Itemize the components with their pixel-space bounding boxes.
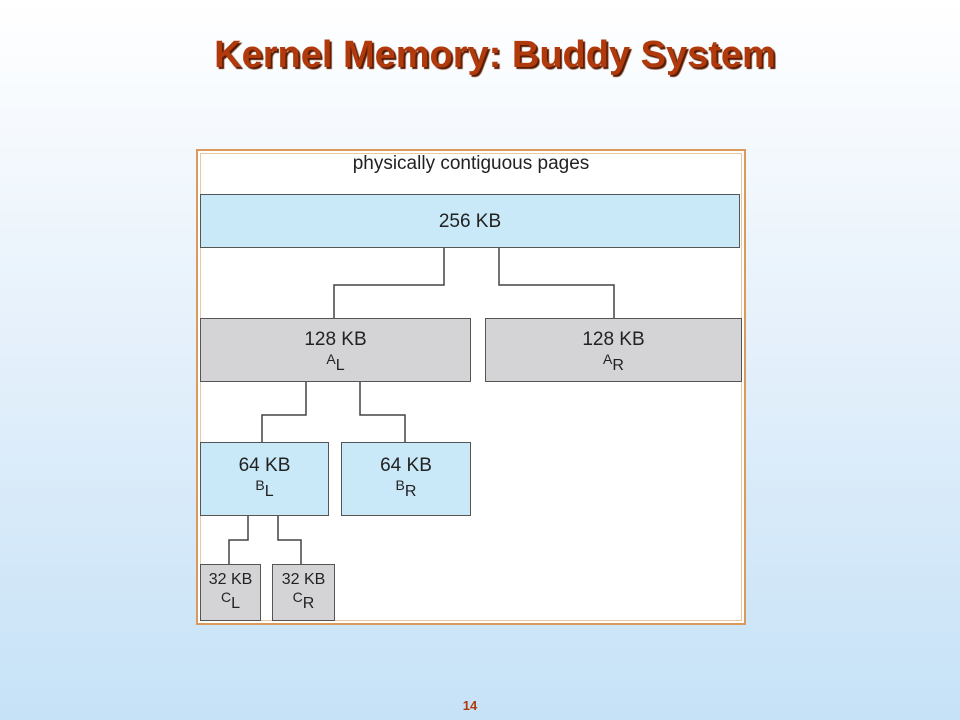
block-32kb-c-left-label: CL <box>220 589 240 612</box>
block-64kb-b-left-label: BL <box>255 477 273 500</box>
a-left-letter: A <box>326 351 336 367</box>
block-32kb-c-left-size: 32 KB <box>208 571 253 588</box>
b-right-letter: B <box>395 477 405 493</box>
block-128kb-a-left-size: 128 KB <box>304 329 367 350</box>
block-32kb-c-right-label: CR <box>292 589 315 612</box>
buddy-diagram: physically contiguous pages 256 KB 128 K… <box>196 149 746 625</box>
a-left-side: L <box>335 357 345 374</box>
b-left-letter: B <box>255 477 265 493</box>
block-64kb-b-right: 64 KB BR <box>341 442 471 516</box>
connector-a-left-to-b-left <box>261 382 307 442</box>
diagram-caption: physically contiguous pages <box>352 153 590 174</box>
block-64kb-b-left-size: 64 KB <box>238 455 291 476</box>
connector-root-to-a-right <box>498 248 615 318</box>
block-128kb-a-left: 128 KB AL <box>200 318 471 382</box>
block-64kb-b-left: 64 KB BL <box>200 442 329 516</box>
slide-title: Kernel Memory: Buddy System <box>214 34 776 76</box>
block-256kb: 256 KB <box>200 194 740 248</box>
a-right-side: R <box>612 357 624 374</box>
c-right-letter: C <box>292 589 303 605</box>
b-left-side: L <box>264 483 274 500</box>
c-left-letter: C <box>220 589 232 605</box>
block-256kb-size: 256 KB <box>438 211 502 232</box>
block-128kb-a-left-label: AL <box>326 351 344 374</box>
block-32kb-c-left: 32 KB CL <box>200 564 261 621</box>
connector-b-left-to-c-right <box>277 516 302 564</box>
block-32kb-c-right: 32 KB CR <box>272 564 335 621</box>
block-128kb-a-right: 128 KB AR <box>485 318 742 382</box>
block-64kb-b-right-size: 64 KB <box>380 455 432 476</box>
a-right-letter: A <box>603 351 613 367</box>
b-right-side: R <box>404 483 417 500</box>
block-64kb-b-right-label: BR <box>395 477 417 500</box>
connector-root-to-a-left <box>333 248 445 318</box>
block-128kb-a-right-size: 128 KB <box>582 329 645 350</box>
c-left-side: L <box>231 595 241 612</box>
block-32kb-c-right-size: 32 KB <box>281 571 326 588</box>
connector-b-left-to-c-left <box>228 516 249 564</box>
c-right-side: R <box>302 595 315 612</box>
page-number: 14 <box>462 698 478 713</box>
connector-a-left-to-b-right <box>359 382 406 442</box>
block-128kb-a-right-label: AR <box>603 351 624 374</box>
